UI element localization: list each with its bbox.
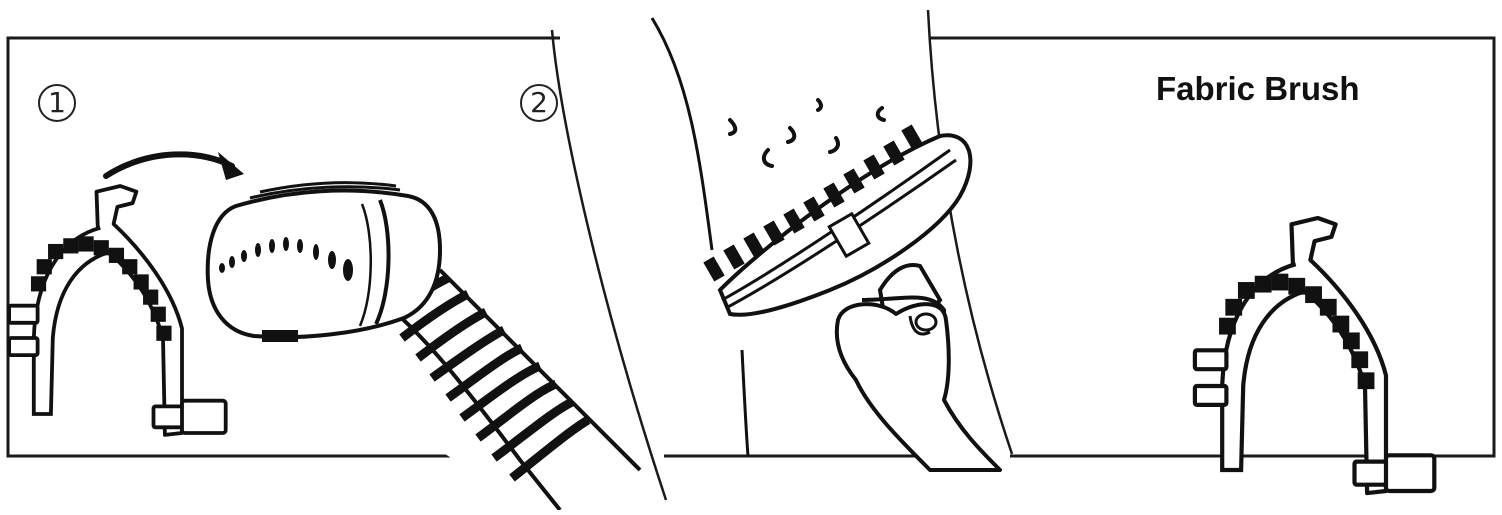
steam-marks	[730, 100, 884, 166]
fabric-brush-attachment-icon	[9, 186, 226, 435]
step-number-2: 2	[520, 84, 558, 122]
garment-illustration	[652, 18, 748, 456]
fabric-brush-title: Fabric Brush	[1156, 70, 1360, 108]
steamer-head-icon	[208, 183, 640, 510]
fabric-brush-large-icon	[1195, 218, 1434, 493]
hand-holding-steamer-icon	[703, 124, 1000, 470]
curved-arrow-icon	[106, 152, 244, 180]
step-number-1: 1	[38, 84, 76, 122]
